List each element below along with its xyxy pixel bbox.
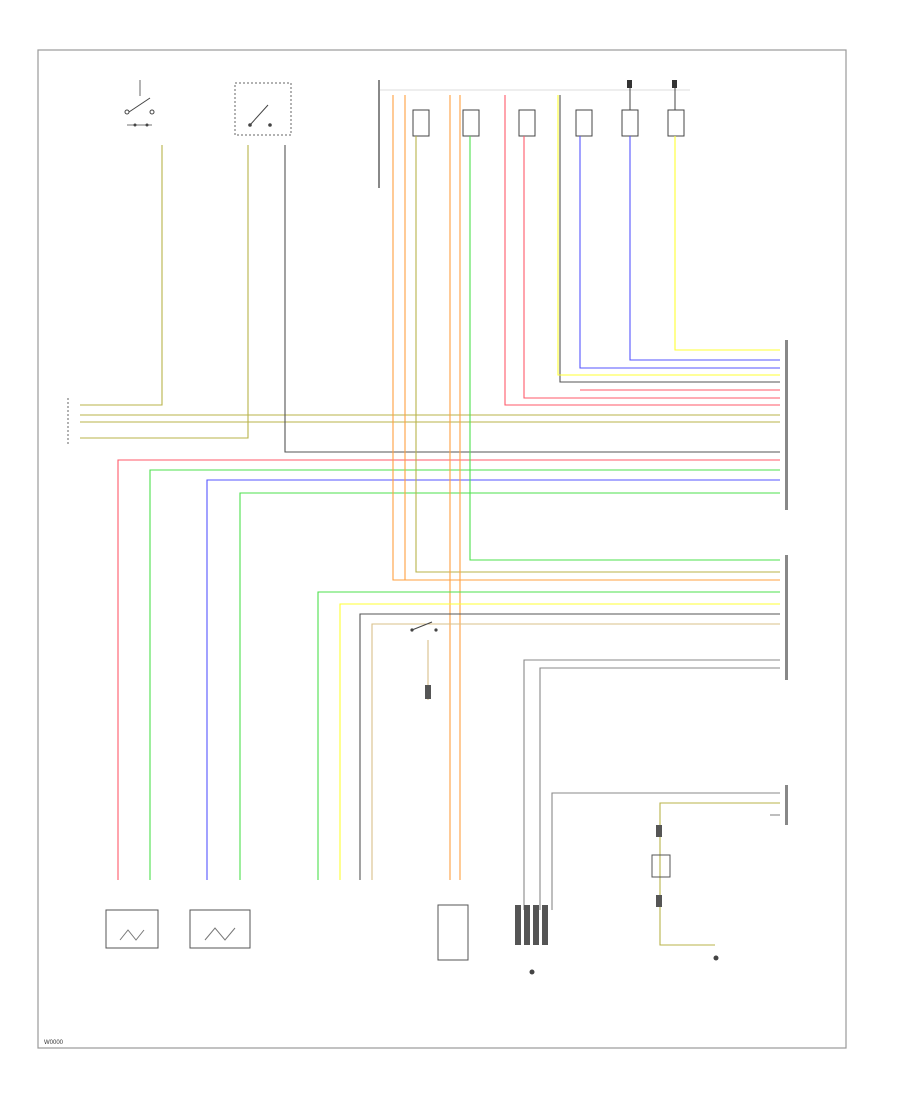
ground-icon [515, 905, 719, 975]
wire-red-c [523, 136, 780, 399]
wire-olive-1 [80, 145, 163, 406]
diagram-frame [37, 49, 847, 1049]
wire-gray-6 [551, 792, 780, 910]
sensor-icon [105, 904, 469, 961]
wire-gray-2 [559, 95, 780, 383]
wire-yellow-3 [339, 603, 780, 880]
wire-yellow-2 [674, 136, 780, 351]
footer-code: W0000 [44, 1040, 64, 1046]
wire-blue-a [206, 479, 780, 880]
wire-red-a [117, 459, 780, 880]
wire-blue-c [629, 136, 780, 361]
wire-green-d [317, 591, 780, 880]
ecm-connector [785, 340, 788, 825]
fuse-relay-icon [651, 825, 671, 907]
wire-green-b [239, 492, 780, 880]
wire-orange-1 [392, 95, 780, 581]
pressure-switch-icon [410, 621, 438, 699]
wire-yellow-1 [557, 95, 780, 376]
wire-red-b [504, 95, 780, 406]
wire-olive-6 [659, 802, 780, 946]
wire-gray-4 [523, 659, 780, 910]
wire-green-c [469, 136, 780, 561]
fuse-icon [627, 80, 677, 110]
relay-switch-icon [234, 82, 292, 136]
wire-gray-1 [284, 145, 780, 453]
wire-blue-b [579, 136, 780, 369]
wire-gray-3 [359, 613, 780, 880]
wire-set [80, 95, 780, 946]
ignition-switch-icon [124, 80, 155, 127]
solenoid-icon [412, 109, 685, 137]
solenoid-bank [378, 80, 690, 188]
wire-gray-5 [539, 667, 780, 910]
wire-tan-1 [371, 623, 780, 880]
wire-olive-5 [415, 136, 780, 573]
wire-green-a [149, 469, 780, 880]
wire-olive-4 [80, 145, 249, 439]
